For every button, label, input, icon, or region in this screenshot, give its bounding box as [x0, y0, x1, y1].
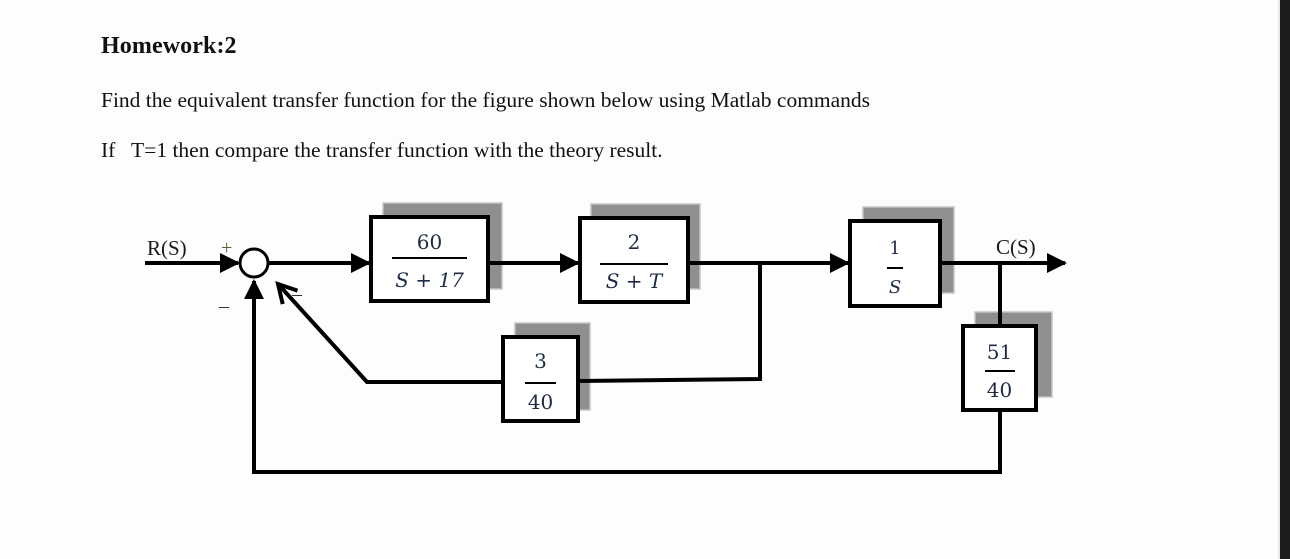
h2-denominator: 40 — [987, 378, 1012, 402]
g2-box — [578, 216, 690, 304]
h1-box — [501, 335, 580, 423]
output-label: C(S) — [996, 235, 1036, 259]
block-g1: 60 S + 17 — [369, 215, 490, 303]
plus-sign: + — [221, 237, 232, 259]
block-h1: 3 40 — [501, 335, 580, 423]
minus-sign-diagonal: – — [291, 283, 303, 305]
block-h2: 51 40 — [961, 324, 1038, 412]
summing-junction — [238, 247, 270, 279]
h1-denominator: 40 — [528, 390, 553, 414]
block-g3: 1 S — [848, 219, 942, 308]
block-g2: 2 S + T — [578, 216, 690, 304]
signal-lines — [145, 253, 1067, 474]
g2-denominator: S + T — [606, 269, 664, 293]
comparison-paragraph: If T=1 then compare the transfer functio… — [101, 138, 663, 162]
instruction-paragraph: Find the equivalent transfer function fo… — [101, 88, 871, 112]
h1-numerator: 3 — [534, 349, 547, 373]
outer-feedback-return — [244, 279, 1002, 474]
g3-numerator: 1 — [889, 238, 900, 259]
g3-denominator: S — [889, 277, 901, 298]
g1-numerator: 60 — [417, 230, 442, 254]
g1-denominator: S + 17 — [395, 268, 464, 292]
h2-numerator: 51 — [987, 340, 1012, 364]
g3-box — [848, 219, 942, 308]
viewer-side-bar — [1280, 0, 1290, 559]
g2-numerator: 2 — [628, 230, 641, 254]
page-edge — [1278, 0, 1280, 559]
inner-feedback-pickoff — [577, 263, 762, 383]
homework-title: Homework:2 — [101, 33, 237, 59]
h2-box — [961, 324, 1038, 412]
minus-sign-bottom: – — [218, 295, 230, 317]
inner-feedback-return — [278, 284, 503, 384]
input-label: R(S) — [147, 236, 187, 260]
